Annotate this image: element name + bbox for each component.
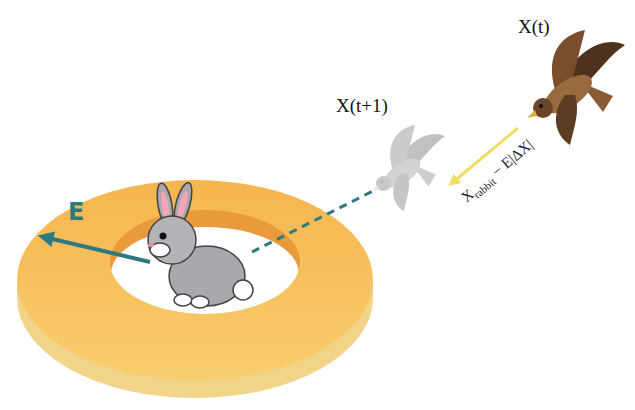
update-formula: Xrabbit− E|ΔX| xyxy=(458,136,538,207)
ring xyxy=(17,180,373,398)
hawk xyxy=(527,30,625,145)
energy-label: E xyxy=(68,198,84,226)
dashed-line xyxy=(252,190,375,252)
rabbit xyxy=(148,181,253,308)
position-label: X(t+1) xyxy=(336,95,388,117)
hawk-next xyxy=(372,125,446,211)
escape-arrow xyxy=(44,237,150,262)
formula-part: rabbit xyxy=(471,175,498,200)
formula-part: − E|ΔX| xyxy=(489,136,536,179)
position-label: X(t) xyxy=(518,16,550,38)
